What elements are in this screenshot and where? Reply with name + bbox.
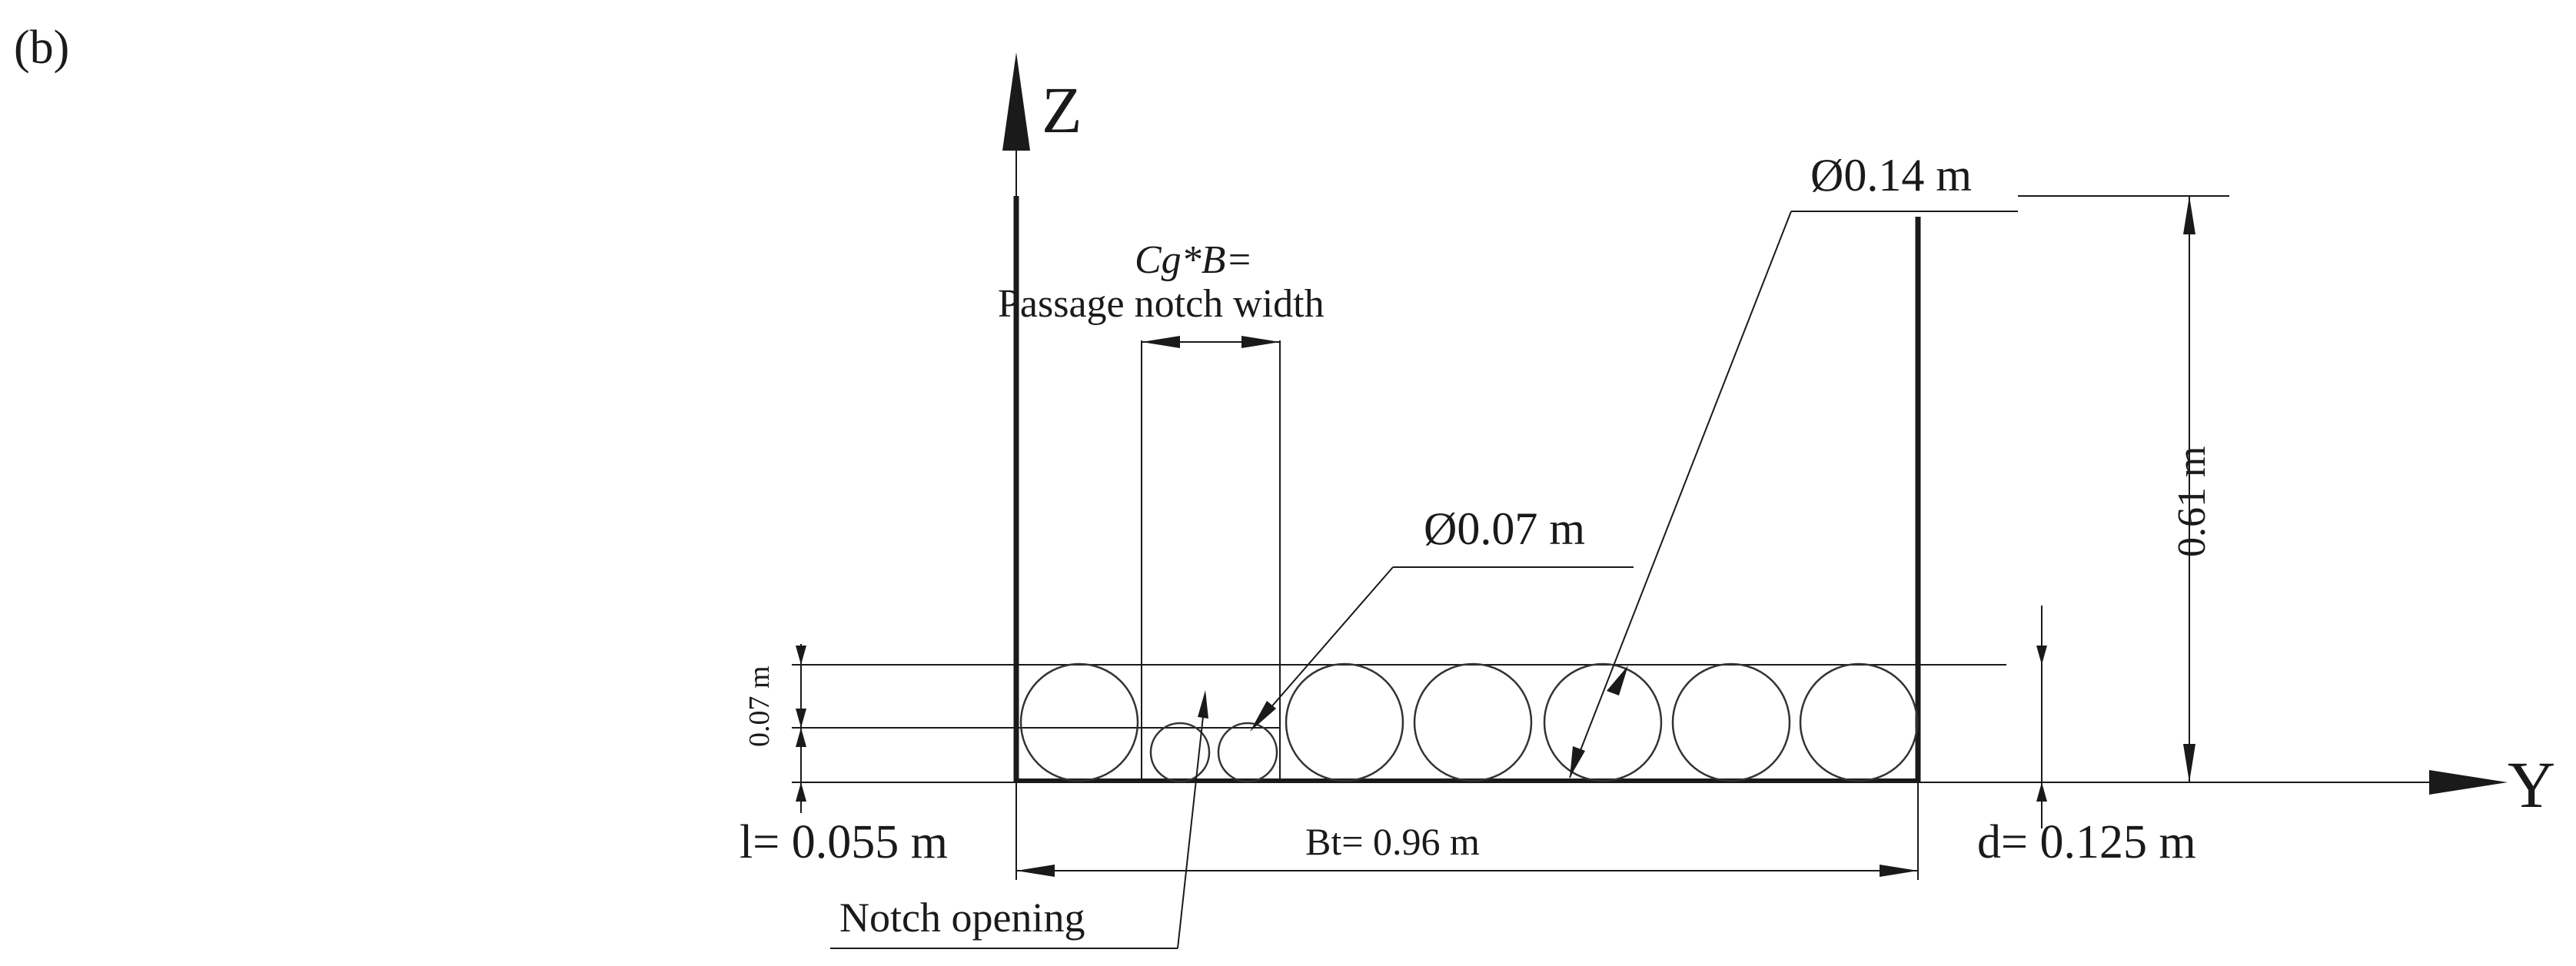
small-cylinders xyxy=(1149,722,1278,783)
large-diameter-leader xyxy=(1569,211,1792,778)
notch-width-arrow-right xyxy=(1241,336,1280,348)
passage-notch: Cg*B= Passage notch width xyxy=(998,238,1325,781)
layer-thickness-arrow-top xyxy=(796,646,806,665)
z-axis-arrow xyxy=(1002,52,1030,151)
large-cylinder xyxy=(1543,662,1663,782)
l-value-label: l= 0.055 m xyxy=(740,816,948,868)
panel-label: (b) xyxy=(14,22,69,74)
notch-width-arrow-left xyxy=(1142,336,1180,348)
small-cylinder xyxy=(1217,722,1278,783)
large-cylinder xyxy=(1799,662,1919,782)
z-axis-label: Z xyxy=(1042,73,1082,147)
bt-value-label: Bt= 0.96 m xyxy=(1305,820,1480,863)
large-cylinders xyxy=(1019,662,1919,782)
d-arrow-top xyxy=(2036,646,2047,665)
small-diameter-leader xyxy=(1254,566,1394,727)
y-axis-arrow xyxy=(2429,770,2508,795)
notch-opening-label: Notch opening xyxy=(839,895,1085,941)
small-cylinder xyxy=(1149,722,1211,783)
l-arrow-top xyxy=(796,709,806,728)
notch-opening-arrow xyxy=(1198,690,1208,719)
layer-thickness-dimension: 0.07 m xyxy=(743,644,806,747)
d-value-label: d= 0.125 m xyxy=(1977,816,2196,868)
small-diameter-arrow xyxy=(1250,701,1276,732)
large-cylinder xyxy=(1671,662,1791,782)
large-diameter-arrow-upper xyxy=(1607,666,1628,695)
height-arrow-top xyxy=(2183,196,2195,234)
notch-opening-callout: Notch opening xyxy=(830,690,1208,949)
large-cylinder xyxy=(1019,662,1139,782)
layer-thickness-label: 0.07 m xyxy=(743,666,776,747)
height-dimension: 0.61 m xyxy=(2018,195,2229,782)
bt-arrow-left xyxy=(1016,865,1055,877)
passage-notch-width-label: Passage notch width xyxy=(998,282,1325,326)
large-cylinder xyxy=(1285,662,1404,782)
d-dimension: d= 0.125 m xyxy=(1977,606,2196,868)
height-label: 0.61 m xyxy=(2170,446,2214,557)
cg-b-label: Cg*B= xyxy=(1135,238,1253,282)
bt-arrow-right xyxy=(1880,865,1918,877)
d-arrow-bottom xyxy=(2036,782,2047,802)
notch-opening-leader xyxy=(1177,695,1206,949)
large-diameter-callout: Ø0.14 m xyxy=(1569,150,2018,778)
y-axis: Y xyxy=(1918,748,2555,822)
bt-dimension: Bt= 0.96 m xyxy=(1015,782,1919,880)
height-arrow-bottom xyxy=(2183,744,2195,782)
y-axis-label: Y xyxy=(2508,748,2555,822)
large-diameter-arrow-lower xyxy=(1570,746,1585,778)
small-diameter-callout: Ø0.07 m xyxy=(1250,503,1634,732)
large-cylinder xyxy=(1413,662,1533,782)
l-dimension: l= 0.055 m xyxy=(740,680,948,868)
l-arrow-bottom xyxy=(796,782,806,802)
large-diameter-label: Ø0.14 m xyxy=(1810,150,1972,201)
small-diameter-label: Ø0.07 m xyxy=(1424,503,1585,554)
